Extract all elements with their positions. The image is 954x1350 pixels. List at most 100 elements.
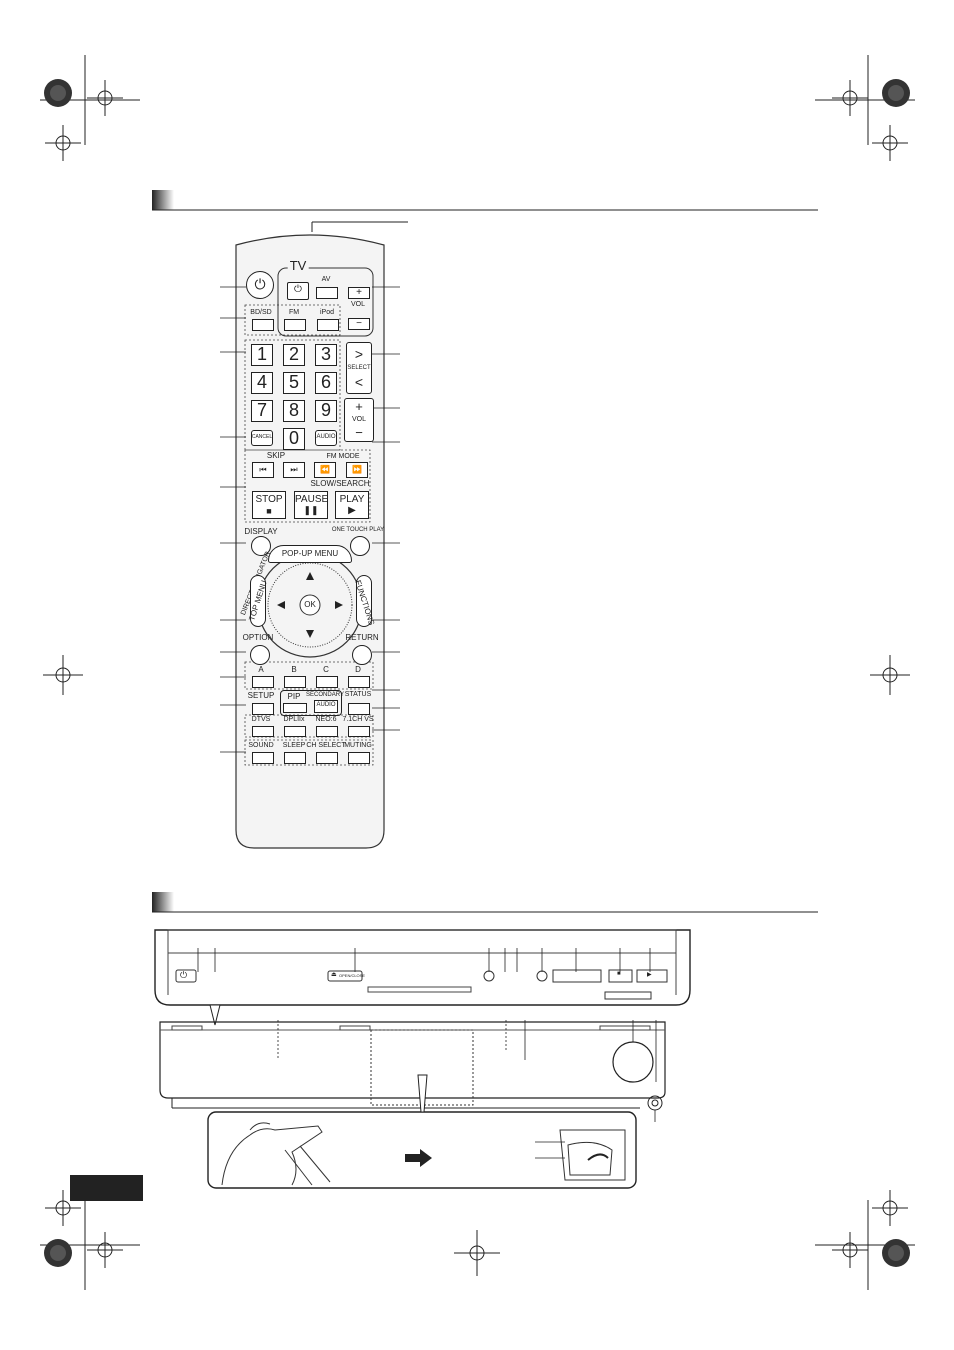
fast-forward-icon: ⏩ <box>352 465 362 474</box>
color-c-button[interactable] <box>316 676 338 688</box>
number-label: 7 <box>256 400 267 420</box>
select-label: SELECT <box>347 365 371 371</box>
audio-label: AUDIO <box>316 434 336 440</box>
rewind-button[interactable]: ⏪ <box>314 462 336 478</box>
cancel-button[interactable]: CANCEL <box>251 430 273 446</box>
unit-power-icon: ⏻ <box>180 970 188 980</box>
number-button-7[interactable]: 7 <box>251 400 273 422</box>
page-number-box <box>70 1175 143 1201</box>
rewind-icon: ⏪ <box>320 465 330 474</box>
play-label: PLAY <box>339 494 365 505</box>
number-button-9[interactable]: 9 <box>315 400 337 422</box>
display-button[interactable] <box>251 536 271 556</box>
number-button-5[interactable]: 5 <box>283 372 305 394</box>
dtvs-button[interactable] <box>252 726 274 737</box>
audio-button[interactable]: AUDIO <box>315 430 337 446</box>
bd-sd-label: BD/SD <box>250 309 272 316</box>
status-button[interactable] <box>348 703 370 715</box>
pause-button[interactable]: PAUSE ❚❚ <box>294 491 328 519</box>
volume-rocker[interactable]: + VOL − <box>344 398 374 442</box>
number-button-8[interactable]: 8 <box>283 400 305 422</box>
number-label: 2 <box>288 344 299 364</box>
number-button-6[interactable]: 6 <box>315 372 337 394</box>
fast-forward-button[interactable]: ⏩ <box>346 462 368 478</box>
setup-button[interactable] <box>252 703 274 715</box>
nav-up-button[interactable] <box>302 568 318 584</box>
power-button[interactable]: ⏻ <box>246 271 274 299</box>
muting-label: MUTING <box>344 742 372 749</box>
functions-button[interactable]: FUNCTIONS <box>353 575 377 627</box>
play-button[interactable]: PLAY ▶ <box>335 491 369 519</box>
pip-button[interactable] <box>283 703 307 713</box>
display-label: DISPLAY <box>244 527 278 536</box>
number-label: 8 <box>288 400 299 420</box>
7-1ch-vs-button[interactable] <box>348 726 370 737</box>
top-menu-label: TOP MENU <box>247 579 269 622</box>
ok-button[interactable]: OK <box>300 595 320 615</box>
neo6-button[interactable] <box>316 726 338 737</box>
color-b-button[interactable] <box>284 676 306 688</box>
neo6-label: NEO:6 <box>315 716 337 723</box>
pip-label: PIP <box>287 692 301 701</box>
skip-next-button[interactable]: ⏭ <box>283 462 305 478</box>
stop-button[interactable]: STOP ■ <box>252 491 286 519</box>
number-button-1[interactable]: 1 <box>251 344 273 366</box>
number-button-3[interactable]: 3 <box>315 344 337 366</box>
stop-icon: ■ <box>266 506 272 516</box>
7-1ch-vs-label: 7.1CH VS <box>342 716 374 723</box>
pause-icon: ❚❚ <box>303 505 319 515</box>
color-d-button[interactable] <box>348 676 370 688</box>
tv-power-button[interactable]: ⏻ <box>287 282 309 300</box>
power-icon: ⏻ <box>294 284 302 295</box>
color-b-label: B <box>291 665 297 674</box>
ch-select-button[interactable] <box>316 752 338 764</box>
setup-label: SETUP <box>247 691 275 700</box>
nav-right-button[interactable] <box>332 597 348 613</box>
minus-icon: − <box>355 425 363 440</box>
ipod-button[interactable] <box>317 319 339 331</box>
option-label: OPTION <box>242 633 274 642</box>
option-button[interactable] <box>250 645 270 665</box>
pip-group <box>280 690 342 716</box>
functions-label: FUNCTIONS <box>353 579 377 627</box>
popup-menu-button[interactable]: POP-UP MENU <box>268 545 352 563</box>
one-touch-play-button[interactable] <box>350 536 370 556</box>
number-label: 5 <box>288 372 299 392</box>
sound-label: SOUND <box>248 742 274 749</box>
secondary-audio-button[interactable]: AUDIO <box>314 700 338 713</box>
plus-icon: + <box>355 399 363 414</box>
open-close-icon: ⏏ <box>331 972 337 978</box>
skip-previous-button[interactable]: ⏮ <box>252 462 274 478</box>
dpliix-label: DPLIIx <box>283 716 305 723</box>
color-a-button[interactable] <box>252 676 274 688</box>
number-label: 3 <box>320 344 331 364</box>
volume-knob[interactable] <box>613 1042 653 1082</box>
dpliix-button[interactable] <box>284 726 306 737</box>
ok-label: OK <box>304 600 316 609</box>
chevron-left-icon: < <box>354 374 364 390</box>
number-label: 9 <box>320 400 331 420</box>
return-button[interactable] <box>352 645 372 665</box>
top-menu-button[interactable]: TOP MENU <box>247 575 269 627</box>
select-rocker[interactable]: > SELECT < <box>346 342 372 394</box>
sound-button[interactable] <box>252 752 274 764</box>
bd-sd-button[interactable] <box>252 319 274 331</box>
tv-volume-up-button[interactable]: + <box>348 287 370 299</box>
muting-button[interactable] <box>348 752 370 764</box>
volume-label: VOL <box>351 416 366 423</box>
av-button[interactable] <box>316 287 338 299</box>
sleep-button[interactable] <box>284 752 306 764</box>
skip-next-icon: ⏭ <box>290 465 298 474</box>
unit-stop-icon: ■ <box>617 971 621 977</box>
tv-volume-down-button[interactable]: − <box>348 318 370 330</box>
nav-down-button[interactable] <box>302 627 318 643</box>
number-label: 1 <box>256 344 267 364</box>
number-button-4[interactable]: 4 <box>251 372 273 394</box>
nav-left-button[interactable] <box>272 597 288 613</box>
secondary-audio-label: AUDIO <box>316 702 336 708</box>
fm-button[interactable] <box>284 319 306 331</box>
dtvs-label: DTVS <box>251 716 271 723</box>
number-label: 4 <box>256 372 267 392</box>
number-button-0[interactable]: 0 <box>283 428 305 450</box>
number-button-2[interactable]: 2 <box>283 344 305 366</box>
